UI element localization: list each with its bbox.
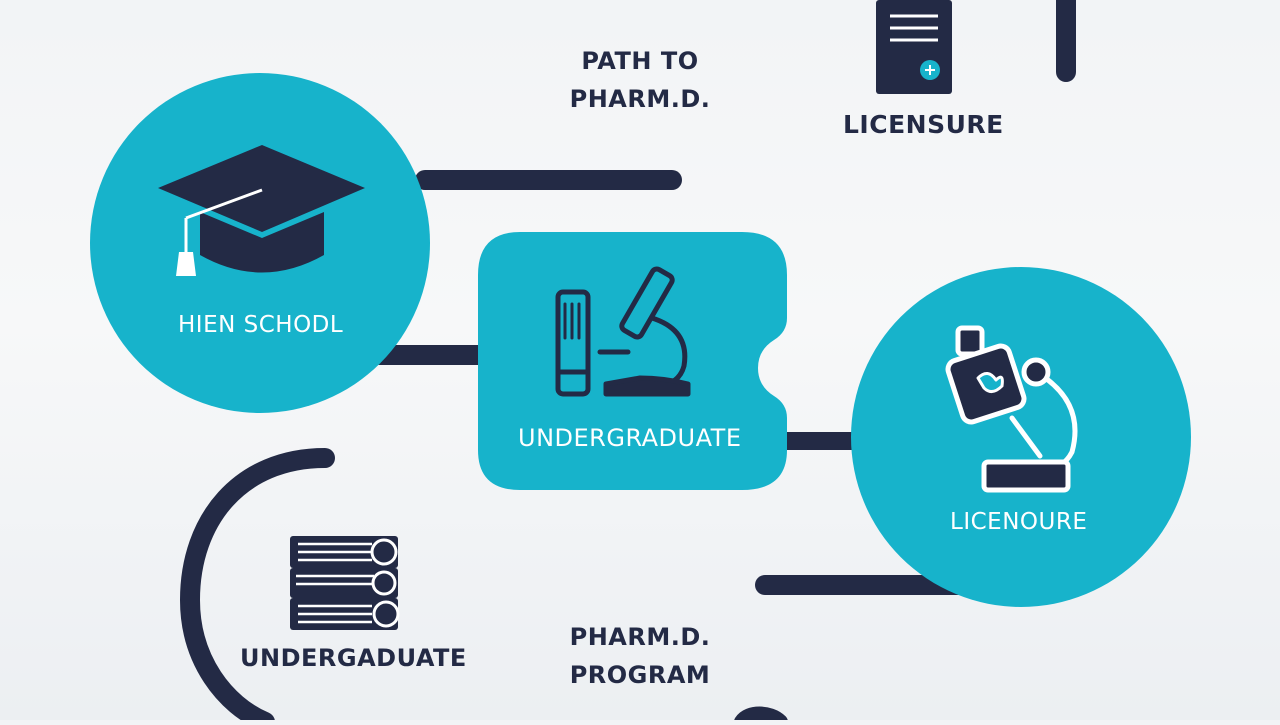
program-line-1: PHARM.D.: [569, 623, 711, 651]
graduation-cap-icon: [158, 145, 365, 276]
pharmd-program-label: PHARM.D. PROGRAM: [540, 618, 740, 694]
microscope-icon: [945, 325, 1078, 493]
licensure-circle-label: LICENOURE: [950, 509, 1088, 535]
licensure-circle: [851, 267, 1191, 607]
title-line-2: PHARM.D.: [569, 85, 711, 113]
undergrad-box-label: UNDERGRADUATE: [518, 424, 742, 452]
undergrad-box: [478, 232, 787, 490]
undergrad-books-label: UNDERGADUATE: [240, 644, 467, 672]
high-school-label: HIEN SCHODL: [178, 312, 344, 338]
book-and-microscope-icon: [555, 266, 691, 397]
program-line-2: PROGRAM: [569, 661, 711, 689]
connector-bottom-arc: [734, 706, 788, 725]
title-line-1: PATH TO: [581, 47, 699, 75]
server-tower-icon: [876, 0, 952, 94]
page-title: PATH TO PHARM.D.: [540, 42, 740, 118]
connector-arc-left: [179, 448, 335, 725]
stacked-books-icon: [290, 536, 400, 630]
licensure-top-label: LICENSURE: [843, 110, 1004, 139]
